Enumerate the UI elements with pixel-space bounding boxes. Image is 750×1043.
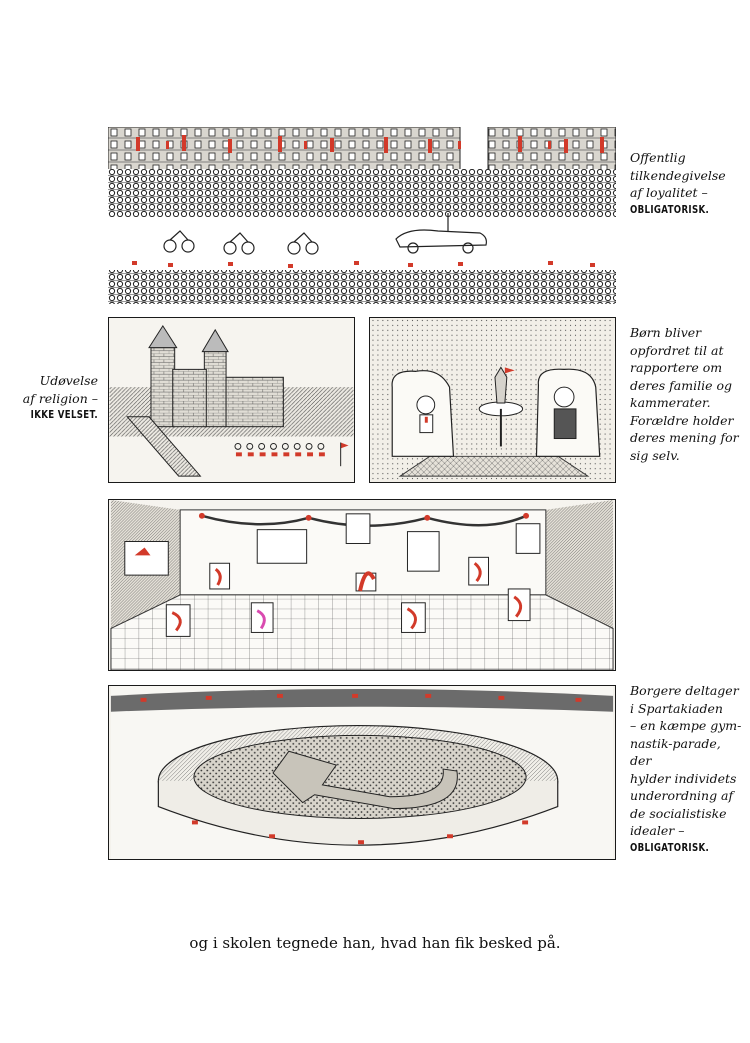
caption-line: – en kæmpe gym- bbox=[630, 718, 742, 733]
caption-line: Borgere deltager bbox=[630, 683, 739, 698]
caption-line: de socialistiske bbox=[630, 805, 727, 821]
caption-emphasis: OBLIGATORISK. bbox=[630, 841, 710, 854]
caption-line: Forældre holder bbox=[630, 412, 734, 428]
caption-line: nastik-parade, der bbox=[630, 735, 721, 769]
living-room-drawing bbox=[370, 318, 615, 482]
caption-line: deres familie og bbox=[630, 377, 732, 393]
caption-line: Udøvelse bbox=[39, 373, 98, 388]
caption-children: Børn bliver opfordret til at rapportere … bbox=[630, 324, 742, 464]
caption-line: underordning af bbox=[630, 788, 734, 803]
caption-line: opfordret til at bbox=[630, 342, 724, 358]
caption-emphasis: OBLIGATORISK. bbox=[630, 203, 710, 216]
caption-emphasis: IKKE VELSET. bbox=[30, 409, 98, 421]
caption-line: Børn bliver bbox=[630, 325, 702, 340]
caption-spartakiad: Borgere deltager i Spartakiaden – en kæm… bbox=[630, 682, 744, 857]
parade-drawing bbox=[108, 127, 616, 304]
caption-line: deres mening for bbox=[630, 430, 739, 445]
caption-line: tilkendegivelse bbox=[630, 167, 726, 183]
caption-line: idealer – bbox=[630, 823, 685, 838]
panel-church-illustration bbox=[108, 317, 355, 483]
stadium-drawing bbox=[110, 686, 614, 859]
caption-line: rapportere om bbox=[630, 360, 723, 375]
caption-line: sig selv. bbox=[630, 447, 680, 463]
caption-line: hylder individets bbox=[630, 770, 737, 786]
panel-stadium-illustration bbox=[108, 685, 616, 860]
caption-line: i Spartakiaden bbox=[630, 700, 723, 716]
bottom-caption: og i skolen tegnede han, hvad han fik be… bbox=[189, 934, 561, 952]
caption-loyalty: Offentlig tilkendegivelse af loyalitet –… bbox=[630, 149, 740, 219]
caption-line: Offentlig bbox=[630, 150, 686, 165]
panel-living-room-illustration bbox=[369, 317, 616, 483]
caption-line: kammerater. bbox=[630, 395, 711, 410]
caption-line: af religion – bbox=[22, 390, 98, 406]
panel-classroom-illustration bbox=[108, 499, 616, 671]
caption-line: af loyalitet – bbox=[630, 185, 708, 200]
church-drawing bbox=[109, 318, 354, 482]
panel-parade-illustration bbox=[108, 127, 616, 304]
classroom-drawing bbox=[110, 500, 614, 670]
caption-religion: Udøvelse af religion – IKKE VELSET. bbox=[10, 372, 98, 425]
